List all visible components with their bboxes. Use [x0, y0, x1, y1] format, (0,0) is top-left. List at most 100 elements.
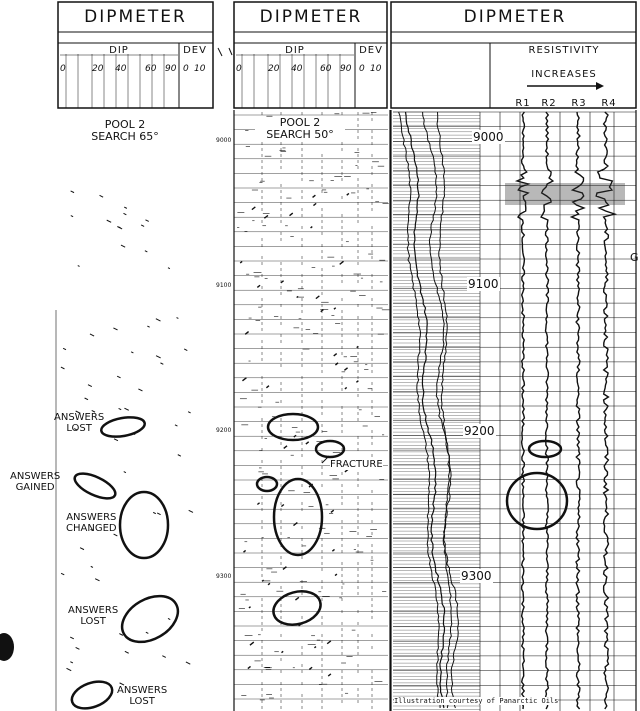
ellipse-res-changed: [505, 471, 569, 531]
header-slash-1: [217, 47, 223, 57]
p1-dip-mark-10: [147, 325, 150, 328]
p1-dip-mark-9: [84, 397, 89, 401]
p1-dip-mark-50: [70, 215, 74, 218]
p1-dip-mark-12: [130, 351, 134, 354]
p1-dip-mark-13: [160, 362, 164, 365]
pool2-line2: SEARCH 50°: [255, 129, 345, 140]
p2-tick-90: 90: [340, 64, 352, 74]
p1-dip-mark-48: [152, 511, 157, 515]
p2-dip-mark-46: [242, 377, 247, 382]
panel1-title: DIPMETER: [84, 7, 187, 27]
curve-r3-label: R3: [571, 98, 587, 109]
answers-changed: ANSWERS CHANGED: [66, 512, 117, 534]
p1-dip-mark-39: [167, 618, 171, 621]
p1-dip-mark-8: [75, 410, 81, 414]
p2-dip-mark-49: [293, 521, 298, 527]
small-depth-9000: 9000: [216, 137, 232, 144]
resistivity-label: RESISTIVITY: [528, 45, 600, 56]
increases-label: INCREASES: [531, 69, 597, 80]
p1-dip-mark-54: [75, 647, 80, 650]
p1-dip-mark-47: [155, 355, 161, 359]
p1-tick-90: 90: [165, 64, 177, 74]
pool1-line2: SEARCH 65°: [91, 130, 159, 143]
p1-dip-mark-22: [118, 407, 122, 411]
p1-dip-mark-20: [183, 348, 188, 351]
p1-dip-mark-29: [155, 318, 161, 322]
answers-lost-1: ANSWERS LOST: [54, 412, 105, 434]
p1-dip-mark-28: [87, 384, 93, 388]
depth-9200: 9200: [463, 424, 496, 438]
p1-dip-mark-43: [77, 265, 80, 267]
p2-dip-mark-43: [248, 606, 251, 609]
p1-dip-mark-35: [79, 547, 85, 551]
panel1-dev-label: DEV: [183, 45, 207, 56]
p1-dip-mark-51: [99, 194, 104, 198]
p1-dip-mark-21: [124, 407, 129, 411]
black-dot: [0, 633, 14, 661]
p1-dip-mark-57: [113, 438, 119, 442]
panel2-title: DIPMETER: [259, 7, 363, 27]
p2-dip-mark-30: [327, 673, 332, 677]
p2-dip-mark-1: [256, 502, 261, 506]
p2-dip-mark-2: [293, 434, 297, 438]
p2-dip-mark-14: [289, 212, 294, 217]
ellipse-fracture: [314, 439, 346, 459]
p2-dip-mark-23: [334, 573, 338, 577]
p2-dip-mark-18: [305, 441, 310, 445]
high-resistivity-band: [505, 183, 625, 205]
p1-dip-mark-14: [70, 661, 74, 664]
p2-dip-mark-21: [239, 260, 243, 264]
p2-dip-mark-26: [244, 331, 250, 335]
ellipse-answers-lost-2: [120, 594, 180, 644]
p1-tick-0: 0: [60, 64, 66, 74]
p1-dip-mark-38: [70, 190, 75, 194]
p2-dev-10: 10: [370, 64, 382, 74]
depth-9300: 9300: [460, 569, 493, 583]
p2-dip-mark-24: [261, 579, 265, 582]
resistivity-r3: [569, 111, 586, 710]
p2-dip-mark-5: [281, 650, 284, 654]
p2-dip-mark-4: [315, 295, 320, 300]
curve-r4-label: R4: [601, 98, 617, 109]
p1-dip-mark-49: [106, 219, 112, 223]
p2-dip-mark-16: [344, 386, 348, 390]
p2-dip-mark-3: [296, 295, 299, 299]
p1-dip-mark-40: [123, 206, 128, 209]
resistivity-r4: [595, 111, 618, 710]
p2-dip-mark-47: [265, 385, 270, 389]
p1-dip-mark-58: [162, 655, 167, 658]
gamma-curve-3: [422, 111, 459, 709]
p1-dip-mark-55: [124, 650, 129, 654]
edge-letter: G: [630, 251, 639, 264]
p1-dip-mark-17: [144, 250, 148, 253]
p1-dip-mark-26: [156, 512, 161, 516]
curve-r1-label: R1: [515, 98, 531, 109]
p1-dip-mark-25: [185, 661, 191, 665]
gamma-curve-1: [398, 111, 441, 709]
p2-dip-mark-34: [312, 202, 317, 207]
p2-dip-mark-11: [308, 666, 313, 671]
answers-gained: ANSWERS GAINED: [10, 471, 61, 493]
panel3-title: DIPMETER: [463, 7, 567, 27]
resistivity-r2: [540, 111, 555, 710]
ellipse-p2-changed: [272, 477, 324, 557]
p1-dip-mark-19: [113, 533, 118, 537]
p2-dip-mark-12: [339, 260, 344, 265]
p2-dip-mark-36: [263, 214, 269, 219]
resistivity-r1: [514, 111, 531, 710]
answers-lost-2: ANSWERS LOST: [68, 605, 119, 627]
pool1-line1: POOL 2: [104, 118, 146, 131]
p1-dip-mark-4: [145, 219, 149, 222]
ellipse-answers-lost-3: [70, 680, 114, 710]
p1-dip-mark-5: [90, 528, 94, 532]
p1-dip-mark-59: [188, 509, 194, 513]
p2-tick-40: 40: [291, 64, 303, 74]
p1-dip-mark-56: [119, 682, 125, 686]
pool2-line1: POOL 2: [255, 117, 345, 128]
p1-tick-20: 20: [92, 64, 104, 74]
p1-tick-60: 60: [145, 64, 157, 74]
p1-dip-mark-36: [145, 631, 149, 634]
p2-dip-mark-40: [282, 566, 287, 571]
fracture-leader: [321, 455, 330, 464]
p1-dip-mark-1: [91, 410, 96, 413]
